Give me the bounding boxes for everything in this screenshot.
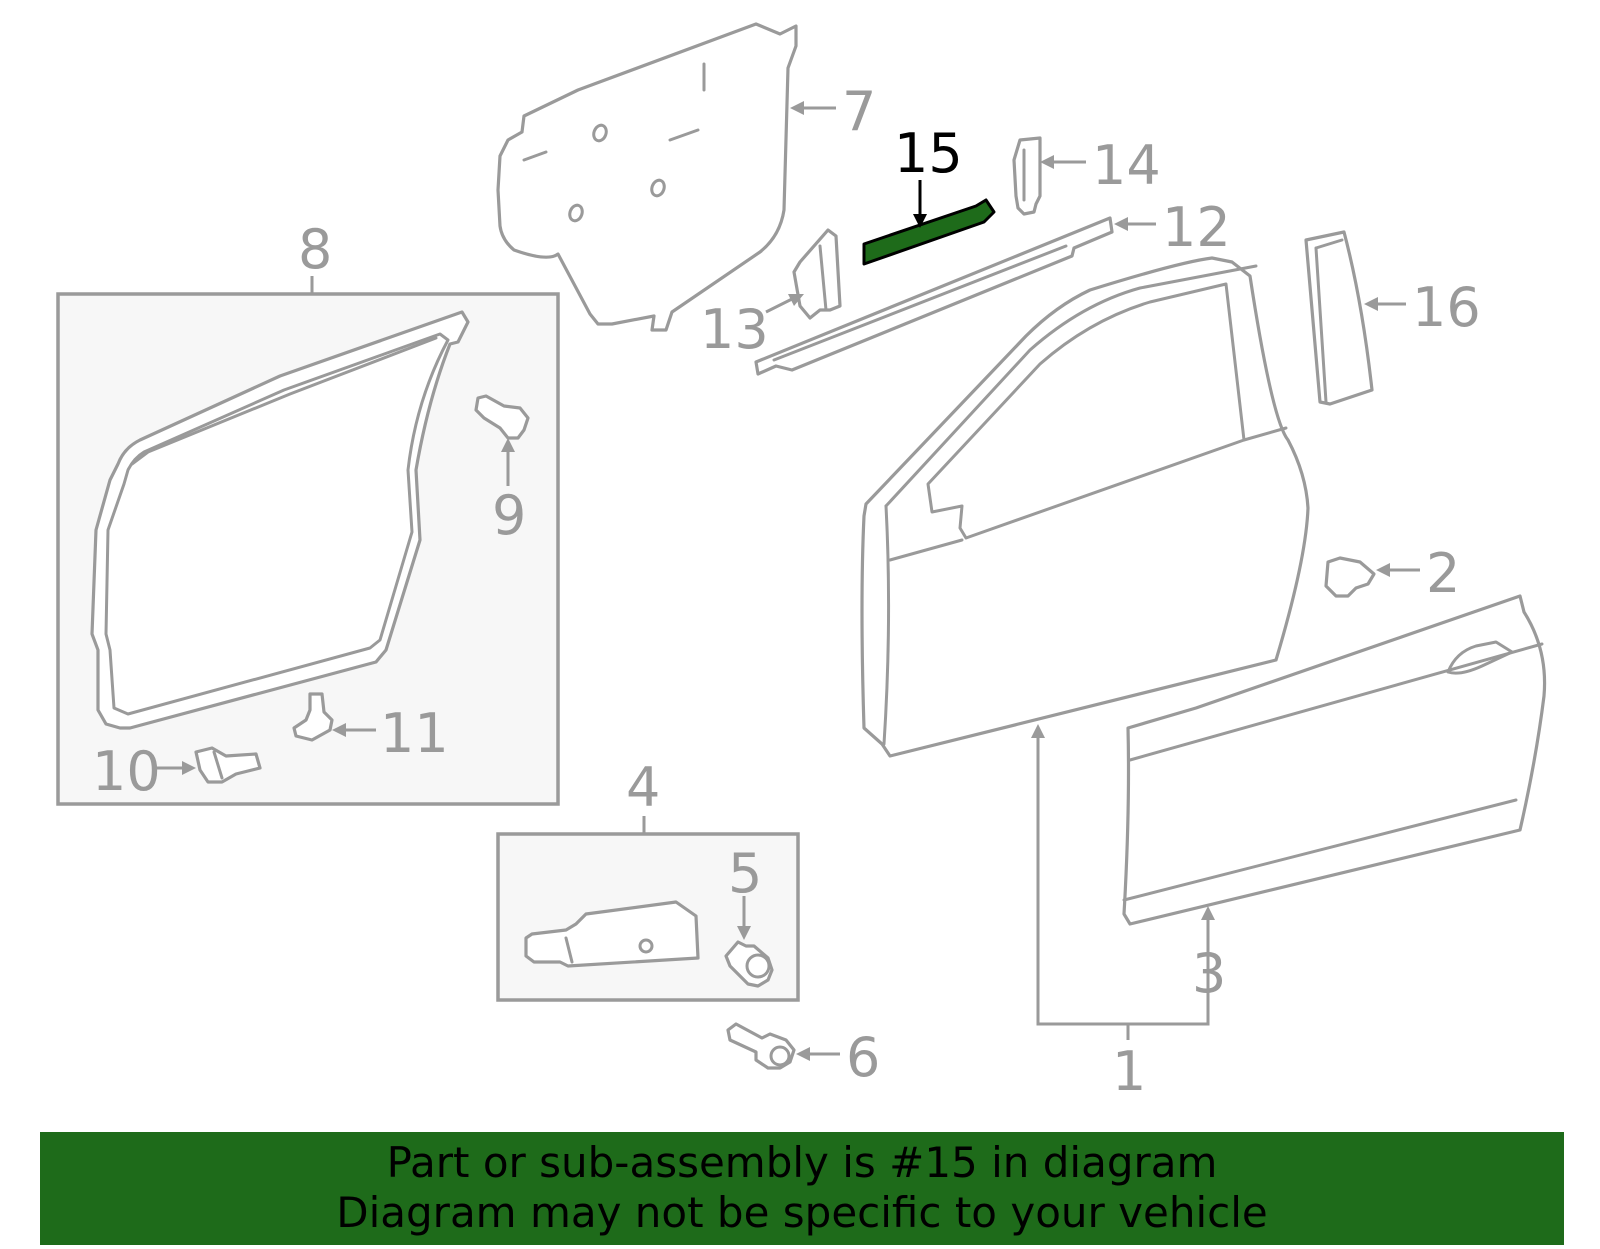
callout-16: 16 <box>1412 276 1481 339</box>
callout-8: 8 <box>298 218 332 281</box>
banner-line-1: Part or sub-assembly is #15 in diagram <box>386 1138 1218 1187</box>
part-7-door-panel <box>496 22 798 332</box>
callout-3: 3 <box>1192 942 1226 1005</box>
callout-4: 4 <box>626 756 660 819</box>
callout-2: 2 <box>1426 542 1460 605</box>
part-16-trim-strip <box>1304 230 1374 406</box>
callout-labels: 7 15 14 12 13 16 8 9 11 10 4 5 6 2 3 1 <box>92 80 1481 1103</box>
part-14-clip <box>1012 136 1042 216</box>
callout-5: 5 <box>728 842 762 905</box>
callout-13: 13 <box>700 298 769 361</box>
callout-10: 10 <box>92 740 161 803</box>
leader-lines <box>156 101 1420 1061</box>
part-12-outer-molding <box>754 216 1114 376</box>
part-15-belt-molding <box>862 198 996 266</box>
part-10-clip <box>194 746 262 784</box>
part-6-bolt <box>726 1022 796 1070</box>
callout-14: 14 <box>1092 134 1161 197</box>
callout-12: 12 <box>1162 196 1231 259</box>
info-banner: Part or sub-assembly is #15 in diagram D… <box>40 1132 1564 1245</box>
part-9-clip <box>474 394 530 440</box>
callout-9: 9 <box>492 484 526 547</box>
banner-line-2: Diagram may not be specific to your vehi… <box>336 1188 1268 1237</box>
callout-15: 15 <box>894 122 963 185</box>
part-1-door-shell <box>860 256 1310 758</box>
part-11-clip <box>292 692 334 742</box>
part-13-bracket <box>792 228 842 320</box>
part-3-door-skin <box>1122 594 1547 926</box>
callout-7: 7 <box>842 80 876 143</box>
box-8-weatherstrip-kit <box>56 292 560 806</box>
box-4-check-assembly <box>496 832 800 1002</box>
callout-11: 11 <box>380 702 449 765</box>
part-2-clip <box>1324 556 1376 598</box>
callout-1: 1 <box>1112 1040 1146 1103</box>
callout-6: 6 <box>846 1026 880 1089</box>
